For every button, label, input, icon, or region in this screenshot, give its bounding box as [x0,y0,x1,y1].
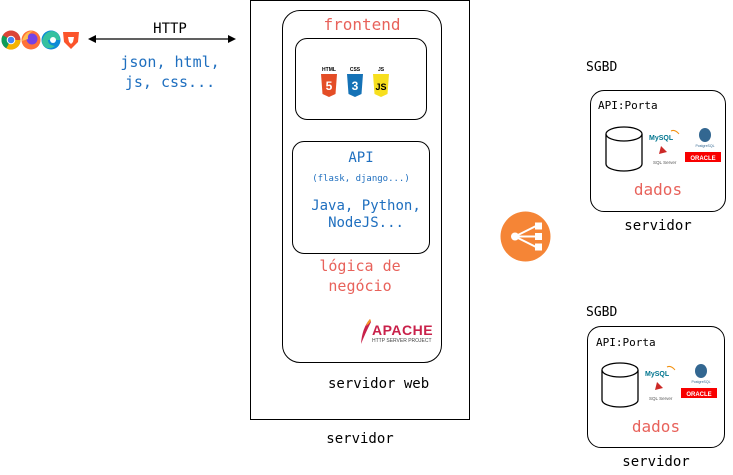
sqlserver-logo-2: SQL Server [649,382,673,401]
business-logic-line-2: negócio [328,277,392,295]
browser-icons [1,30,79,50]
firefox-icon [21,30,41,50]
html-badge-number: 5 [326,79,333,93]
db-data-label-2: dados [631,417,681,436]
css-badge-label: CSS [350,67,361,73]
js-badge-label: JS [378,67,385,73]
db-data-label-1: dados [633,180,683,199]
db-api-port-2: API:Porta [596,336,656,349]
mysql-logo-2: MySQL [645,371,670,378]
api-languages: Java, Python, NodeJS... [292,198,440,232]
apache-subtitle: HTTP SERVER PROJECT [372,338,432,344]
http-content-types: json, html, js, css... [95,52,245,92]
web-tech-badges: HTML 5 CSS 3 JS JS [321,67,389,97]
business-logic-line-1: lógica de [319,257,401,275]
html5-icon: HTML 5 [321,67,337,97]
api-title: API [348,150,374,166]
load-balancer-icon [500,211,551,262]
postgresql-logo-2: PostgreSQL [691,364,711,384]
http-content-line-2: js, css... [124,73,216,91]
html-badge-label: HTML [322,67,336,73]
oracle-logo-2: ORACLE [681,388,717,398]
oracle-text-1: ORACLE [690,156,715,162]
edge-icon [41,30,61,50]
sqlserver-logo-1: SQL Server [653,146,677,165]
apache-name: APACHE [372,322,434,338]
css-badge-number: 3 [352,79,359,93]
web-server-label: servidor web [328,376,430,392]
oracle-logo-1: ORACLE [685,152,721,162]
http-label: HTTP [153,21,187,37]
http-content-line-1: json, html, [120,53,220,71]
server-label: servidor [326,431,394,447]
db-vendor-logos-1: MySQL PostgreSQL SQL Server ORACLE [649,128,721,165]
api-box [292,141,430,254]
postgresql-text-1: PostgreSQL [695,144,714,148]
sqlserver-text-2: SQL Server [649,396,673,401]
database-icon-2 [601,362,639,408]
frontend-title: frontend [323,15,401,34]
apache-feather-icon [361,319,371,344]
db-vendor-logos-2: MySQL PostgreSQL SQL Server ORACLE [645,364,717,401]
db-server-label-2: servidor [622,454,690,470]
api-languages-line-2: NodeJS... [328,215,404,231]
mysql-logo-1: MySQL [649,135,674,142]
sgbd-label-2: SGBD [586,305,618,320]
db-server-label-1: servidor [624,218,692,234]
database-icon-1 [605,126,643,172]
http-arrow [88,35,236,43]
chrome-icon [1,30,21,50]
api-languages-line-1: Java, Python, [311,198,421,214]
db-api-port-1: API:Porta [598,99,658,112]
api-frameworks: (flask, django...) [312,174,410,184]
js-badge-number: JS [375,82,386,92]
js-icon: JS JS [373,67,389,97]
sgbd-label-1: SGBD [586,60,618,75]
postgresql-text-2: PostgreSQL [691,380,710,384]
postgresql-logo-1: PostgreSQL [695,128,715,148]
css3-icon: CSS 3 [347,67,363,97]
brave-icon [63,32,79,49]
oracle-text-2: ORACLE [686,392,711,398]
business-logic-label: lógica de negócio [290,256,430,296]
sqlserver-text-1: SQL Server [653,160,677,165]
